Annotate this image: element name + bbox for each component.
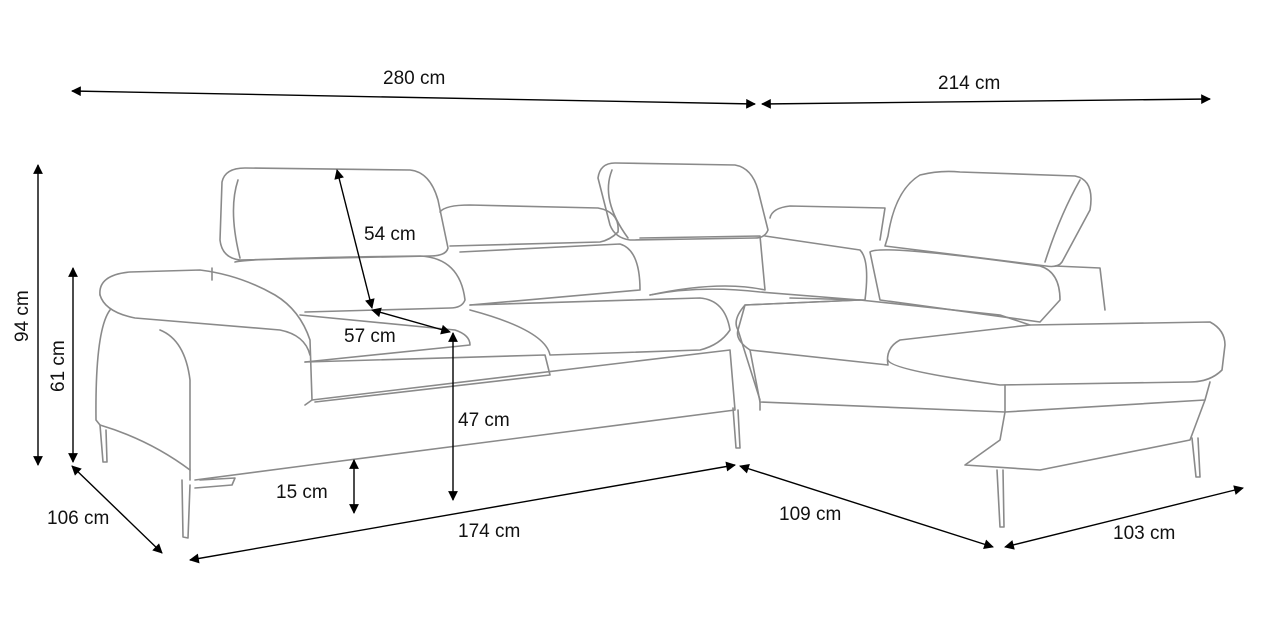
arrow-106 bbox=[71, 465, 163, 554]
label-214: 214 cm bbox=[938, 73, 1000, 94]
arrow-214 bbox=[761, 94, 1211, 109]
dimension-labels: 280 cm 214 cm 54 cm 57 cm 47 cm 15 cm 10… bbox=[12, 68, 1175, 544]
arrow-109 bbox=[739, 464, 994, 549]
sofa-drawing bbox=[95, 162, 1226, 539]
label-103: 103 cm bbox=[1113, 523, 1175, 544]
arrow-54 bbox=[334, 169, 375, 309]
arrow-57 bbox=[371, 307, 451, 335]
label-57: 57 cm bbox=[344, 326, 396, 347]
dimension-arrows bbox=[33, 86, 1244, 564]
label-47: 47 cm bbox=[458, 410, 510, 431]
label-280: 280 cm bbox=[383, 68, 445, 89]
label-54: 54 cm bbox=[364, 224, 416, 245]
label-94: 94 cm bbox=[12, 290, 33, 342]
arrow-174 bbox=[189, 461, 736, 564]
label-15: 15 cm bbox=[276, 482, 328, 503]
label-174: 174 cm bbox=[458, 521, 520, 542]
arrow-103 bbox=[1004, 485, 1244, 550]
arrow-280 bbox=[71, 86, 756, 109]
label-109: 109 cm bbox=[779, 504, 841, 525]
label-106: 106 cm bbox=[47, 508, 109, 529]
label-61: 61 cm bbox=[48, 340, 69, 392]
